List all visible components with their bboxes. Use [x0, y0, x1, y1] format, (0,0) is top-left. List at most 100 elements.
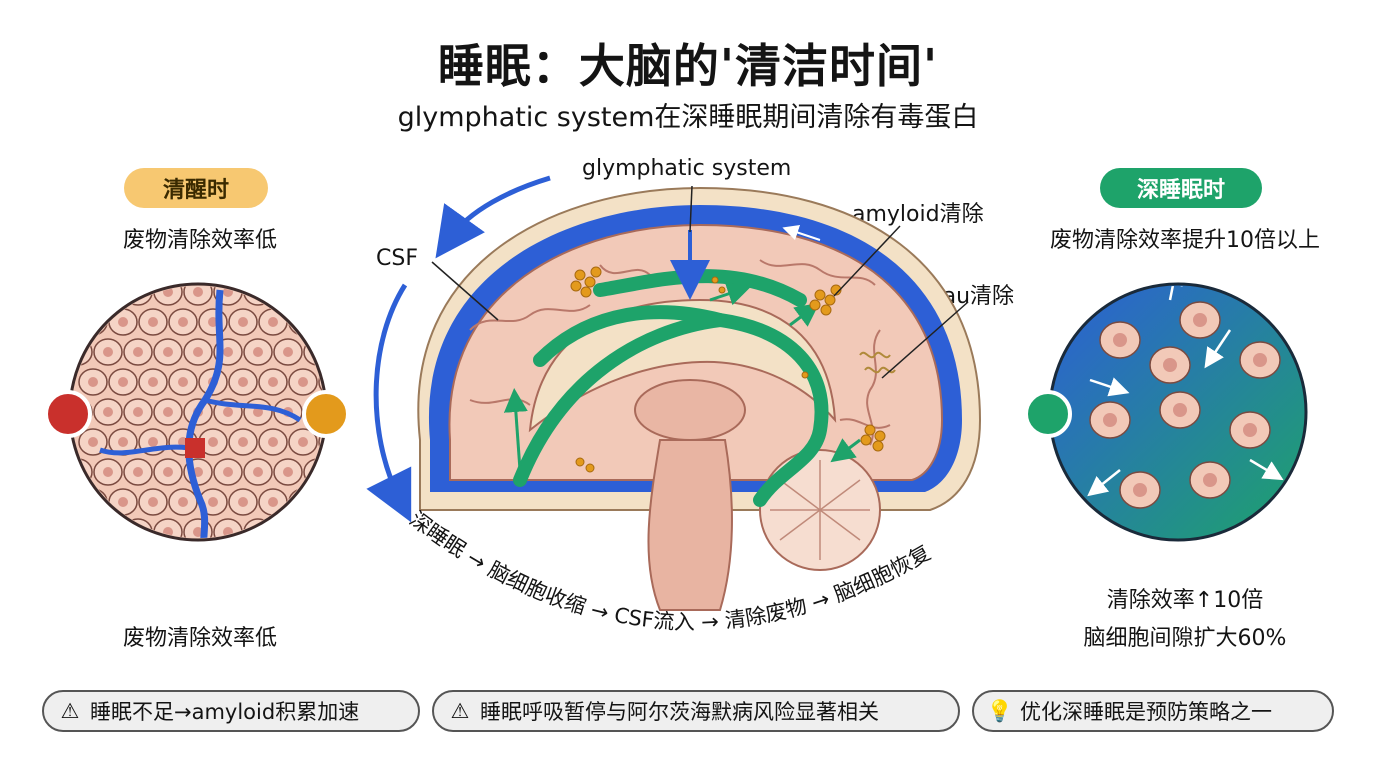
cell-nucleus — [268, 437, 278, 447]
cell-nucleus — [163, 467, 173, 477]
cell-nucleus — [283, 347, 293, 357]
cell-nucleus — [268, 497, 278, 507]
tissue-cell — [72, 286, 93, 306]
cell-nucleus — [313, 287, 323, 297]
awake-tissue-circle — [44, 282, 350, 542]
cell-nucleus — [328, 497, 338, 507]
cell-nucleus — [88, 497, 98, 507]
warning-pill-sleep-apnea: ⚠ 睡眠呼吸暂停与阿尔茨海默病风险显著相关 — [432, 690, 960, 732]
tissue-cell — [318, 308, 324, 336]
tissue-cell — [288, 488, 318, 516]
cell-nucleus — [133, 467, 143, 477]
cell-nucleus — [178, 317, 188, 327]
cell-nucleus — [1113, 333, 1127, 347]
cell-nucleus — [283, 287, 293, 297]
awake-marker-red — [44, 390, 92, 438]
label-glymphatic: glymphatic system — [582, 156, 792, 181]
cell-nucleus — [208, 497, 218, 507]
cell-nucleus — [103, 347, 113, 357]
cell-nucleus — [118, 497, 128, 507]
tissue-cell — [273, 286, 303, 306]
cell-nucleus — [223, 407, 233, 417]
page-title: 睡眠：大脑的'清洁时间' — [437, 39, 939, 93]
cell-nucleus — [238, 497, 248, 507]
label-csf: CSF — [376, 246, 418, 271]
tissue-cell — [303, 518, 324, 538]
cell-nucleus — [238, 317, 248, 327]
cell-nucleus — [73, 287, 83, 297]
tissue-cell — [93, 286, 123, 306]
cell-nucleus — [88, 377, 98, 387]
cell-nucleus — [103, 407, 113, 417]
csf-flow-arrow-top — [435, 175, 551, 259]
cell-nucleus — [163, 347, 173, 357]
cell-nucleus — [118, 437, 128, 447]
tissue-cell — [303, 338, 324, 366]
cell-nucleus — [193, 347, 203, 357]
lightbulb-icon: 💡 — [986, 698, 1014, 723]
warning-pill-sleep-deprivation: ⚠ 睡眠不足→amyloid积累加速 — [42, 690, 420, 732]
cell-nucleus — [1173, 403, 1187, 417]
cell-nucleus — [1203, 473, 1217, 487]
tissue-cell — [303, 458, 324, 486]
cell-nucleus — [223, 347, 233, 357]
cell-nucleus — [268, 317, 278, 327]
cell-nucleus — [1133, 483, 1147, 497]
csf-flow-arrow-side — [366, 283, 412, 523]
cell-nucleus — [298, 437, 308, 447]
cell-nucleus — [1243, 423, 1257, 437]
cell-nucleus — [208, 317, 218, 327]
cell-nucleus — [268, 377, 278, 387]
cell-nucleus — [298, 317, 308, 327]
tau-tangle-icon — [859, 351, 896, 374]
cell-nucleus — [328, 437, 338, 447]
cell-nucleus — [1253, 353, 1267, 367]
cell-nucleus — [193, 527, 203, 537]
cell-nucleus — [73, 527, 83, 537]
amyloid-cluster-icon — [570, 266, 886, 473]
cell-nucleus — [298, 377, 308, 387]
cell-nucleus — [148, 497, 158, 507]
cell-nucleus — [1103, 413, 1117, 427]
deep-sleep-stat-efficiency: 清除效率↑10倍 — [1106, 588, 1264, 613]
tissue-cell — [288, 308, 318, 336]
cell-nucleus — [163, 407, 173, 417]
cell-nucleus — [148, 377, 158, 387]
tissue-cell — [72, 338, 93, 366]
cell-nucleus — [298, 497, 308, 507]
cell-nucleus — [283, 467, 293, 477]
cell-nucleus — [133, 407, 143, 417]
brain-illustration — [417, 186, 982, 611]
cell-nucleus — [223, 467, 233, 477]
deep-sleep-tissue-circle — [1024, 282, 1308, 542]
warning-text: 睡眠呼吸暂停与阿尔茨海默病风险显著相关 — [480, 700, 879, 724]
tissue-cell — [72, 458, 93, 486]
cell-nucleus — [328, 317, 338, 327]
cell-nucleus — [148, 317, 158, 327]
tissue-cell — [318, 488, 324, 516]
cell-nucleus — [178, 377, 188, 387]
deep-sleep-marker-green — [1024, 390, 1072, 438]
tissue-cell — [78, 488, 108, 516]
cell-nucleus — [88, 317, 98, 327]
tissue-cell — [318, 428, 324, 456]
cell-nucleus — [313, 527, 323, 537]
awake-marker-orange — [302, 390, 350, 438]
awake-badge: 清醒时 — [124, 168, 268, 208]
cell-nucleus — [1163, 358, 1177, 372]
deep-sleep-stat-space: 脑细胞间隙扩大60% — [1083, 626, 1287, 651]
cell-nucleus — [133, 347, 143, 357]
cell-nucleus — [193, 287, 203, 297]
cell-nucleus — [88, 437, 98, 447]
deep-sleep-caption-top: 废物清除效率提升10倍以上 — [1050, 228, 1320, 253]
tip-pill-optimize-sleep: 💡 优化深睡眠是预防策略之一 — [972, 690, 1334, 732]
cell-nucleus — [253, 347, 263, 357]
cell-nucleus — [238, 437, 248, 447]
tip-text: 优化深睡眠是预防策略之一 — [1020, 700, 1272, 724]
cell-nucleus — [253, 467, 263, 477]
cell-nucleus — [238, 377, 248, 387]
awake-caption-bottom: 废物清除效率低 — [122, 626, 277, 651]
warning-icon: ⚠ — [450, 699, 470, 723]
cell-nucleus — [103, 527, 113, 537]
page-subtitle: glymphatic system在深睡眠期间清除有毒蛋白 — [397, 102, 979, 133]
